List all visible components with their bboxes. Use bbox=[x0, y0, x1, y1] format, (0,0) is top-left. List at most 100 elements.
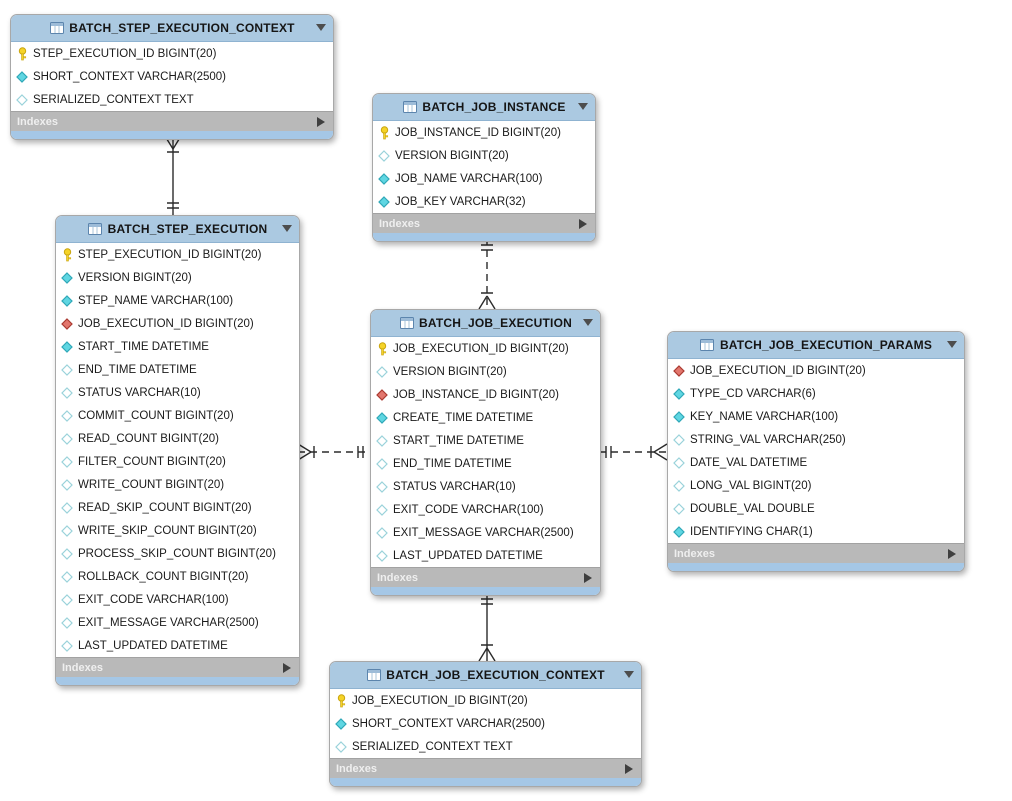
column-row[interactable]: STATUS VARCHAR(10) bbox=[371, 475, 600, 498]
column-nullable-icon bbox=[61, 478, 73, 491]
column-row[interactable]: TYPE_CD VARCHAR(6) bbox=[668, 382, 964, 405]
primary-key-icon bbox=[378, 125, 390, 140]
table-bottom-strip bbox=[373, 233, 595, 241]
column-row[interactable]: STRING_VAL VARCHAR(250) bbox=[668, 428, 964, 451]
column-row[interactable]: SERIALIZED_CONTEXT TEXT bbox=[330, 735, 641, 758]
relationship-cardinality-marker-2[interactable] bbox=[478, 244, 496, 310]
expand-arrow-icon[interactable] bbox=[579, 218, 587, 229]
column-row[interactable]: IDENTIFYING CHAR(1) bbox=[668, 520, 964, 543]
column-nullable-icon bbox=[61, 455, 73, 468]
column-row[interactable]: END_TIME DATETIME bbox=[56, 358, 299, 381]
column-row[interactable]: END_TIME DATETIME bbox=[371, 452, 600, 475]
column-row[interactable]: SHORT_CONTEXT VARCHAR(2500) bbox=[11, 65, 333, 88]
expand-arrow-icon[interactable] bbox=[584, 572, 592, 583]
column-label: SERIALIZED_CONTEXT TEXT bbox=[352, 740, 513, 753]
table-batch_job_execution_params[interactable]: BATCH_JOB_EXECUTION_PARAMS JOB_EXECUTION… bbox=[667, 331, 965, 572]
collapse-triangle-icon[interactable] bbox=[578, 103, 588, 110]
column-row[interactable]: JOB_INSTANCE_ID BIGINT(20) bbox=[373, 121, 595, 144]
table-bottom-strip bbox=[330, 778, 641, 786]
column-nullable-icon bbox=[378, 149, 390, 162]
column-row[interactable]: EXIT_MESSAGE VARCHAR(2500) bbox=[56, 611, 299, 634]
table-batch_job_instance[interactable]: BATCH_JOB_INSTANCE JOB_INSTANCE_ID BIGIN… bbox=[372, 93, 596, 242]
column-row[interactable]: DATE_VAL DATETIME bbox=[668, 451, 964, 474]
table-header[interactable]: BATCH_JOB_EXECUTION bbox=[371, 310, 600, 337]
indexes-label: Indexes bbox=[379, 217, 420, 230]
relationship-cardinality-marker-1[interactable] bbox=[164, 135, 182, 209]
column-row[interactable]: SERIALIZED_CONTEXT TEXT bbox=[11, 88, 333, 111]
indexes-footer[interactable]: Indexes bbox=[373, 213, 595, 233]
relationship-cardinality-marker-5[interactable] bbox=[478, 598, 496, 662]
column-row[interactable]: READ_SKIP_COUNT BIGINT(20) bbox=[56, 496, 299, 519]
column-row[interactable]: JOB_EXECUTION_ID BIGINT(20) bbox=[56, 312, 299, 335]
column-row[interactable]: JOB_KEY VARCHAR(32) bbox=[373, 190, 595, 213]
collapse-triangle-icon[interactable] bbox=[282, 225, 292, 232]
relationship-cardinality-marker-3[interactable] bbox=[297, 443, 364, 461]
indexes-footer[interactable]: Indexes bbox=[11, 111, 333, 131]
indexes-footer[interactable]: Indexes bbox=[668, 543, 964, 563]
column-row[interactable]: STEP_NAME VARCHAR(100) bbox=[56, 289, 299, 312]
indexes-footer[interactable]: Indexes bbox=[56, 657, 299, 677]
column-label: END_TIME DATETIME bbox=[393, 457, 512, 470]
table-batch_job_execution_context[interactable]: BATCH_JOB_EXECUTION_CONTEXT JOB_EXECUTIO… bbox=[329, 661, 642, 787]
column-row[interactable]: WRITE_COUNT BIGINT(20) bbox=[56, 473, 299, 496]
column-row[interactable]: ROLLBACK_COUNT BIGINT(20) bbox=[56, 565, 299, 588]
column-row[interactable]: START_TIME DATETIME bbox=[56, 335, 299, 358]
indexes-footer[interactable]: Indexes bbox=[371, 567, 600, 587]
column-row[interactable]: LAST_UPDATED DATETIME bbox=[56, 634, 299, 657]
column-row[interactable]: JOB_EXECUTION_ID BIGINT(20) bbox=[330, 689, 641, 712]
table-batch_step_execution_context[interactable]: BATCH_STEP_EXECUTION_CONTEXT STEP_EXECUT… bbox=[10, 14, 334, 140]
table-header[interactable]: BATCH_STEP_EXECUTION_CONTEXT bbox=[11, 15, 333, 42]
column-row[interactable]: VERSION BIGINT(20) bbox=[371, 360, 600, 383]
collapse-triangle-icon[interactable] bbox=[583, 319, 593, 326]
column-nullable-icon bbox=[61, 639, 73, 652]
table-title: BATCH_JOB_EXECUTION_CONTEXT bbox=[386, 668, 605, 682]
column-row[interactable]: SHORT_CONTEXT VARCHAR(2500) bbox=[330, 712, 641, 735]
table-header[interactable]: BATCH_JOB_INSTANCE bbox=[373, 94, 595, 121]
column-row[interactable]: EXIT_CODE VARCHAR(100) bbox=[371, 498, 600, 521]
column-label: READ_SKIP_COUNT BIGINT(20) bbox=[78, 501, 252, 514]
column-label: SERIALIZED_CONTEXT TEXT bbox=[33, 93, 194, 106]
table-header[interactable]: BATCH_JOB_EXECUTION_PARAMS bbox=[668, 332, 964, 359]
column-row[interactable]: LONG_VAL BIGINT(20) bbox=[668, 474, 964, 497]
collapse-triangle-icon[interactable] bbox=[316, 24, 326, 31]
column-row[interactable]: VERSION BIGINT(20) bbox=[373, 144, 595, 167]
column-row[interactable]: EXIT_MESSAGE VARCHAR(2500) bbox=[371, 521, 600, 544]
column-label: DATE_VAL DATETIME bbox=[690, 456, 808, 469]
table-batch_step_execution[interactable]: BATCH_STEP_EXECUTION STEP_EXECUTION_ID B… bbox=[55, 215, 300, 686]
column-nullable-icon bbox=[673, 433, 685, 446]
expand-arrow-icon[interactable] bbox=[283, 662, 291, 673]
column-row[interactable]: JOB_EXECUTION_ID BIGINT(20) bbox=[371, 337, 600, 360]
column-row[interactable]: PROCESS_SKIP_COUNT BIGINT(20) bbox=[56, 542, 299, 565]
collapse-triangle-icon[interactable] bbox=[947, 341, 957, 348]
column-nullable-icon bbox=[61, 386, 73, 399]
column-row[interactable]: START_TIME DATETIME bbox=[371, 429, 600, 452]
column-row[interactable]: FILTER_COUNT BIGINT(20) bbox=[56, 450, 299, 473]
expand-arrow-icon[interactable] bbox=[317, 116, 325, 127]
column-row[interactable]: EXIT_CODE VARCHAR(100) bbox=[56, 588, 299, 611]
table-header[interactable]: BATCH_STEP_EXECUTION bbox=[56, 216, 299, 243]
relationship-cardinality-marker-4[interactable] bbox=[605, 443, 668, 461]
column-row[interactable]: JOB_NAME VARCHAR(100) bbox=[373, 167, 595, 190]
indexes-footer[interactable]: Indexes bbox=[330, 758, 641, 778]
expand-arrow-icon[interactable] bbox=[625, 763, 633, 774]
column-row[interactable]: LAST_UPDATED DATETIME bbox=[371, 544, 600, 567]
expand-arrow-icon[interactable] bbox=[948, 548, 956, 559]
table-batch_job_execution[interactable]: BATCH_JOB_EXECUTION JOB_EXECUTION_ID BIG… bbox=[370, 309, 601, 596]
column-row[interactable]: DOUBLE_VAL DOUBLE bbox=[668, 497, 964, 520]
primary-key-icon bbox=[61, 247, 73, 262]
column-row[interactable]: WRITE_SKIP_COUNT BIGINT(20) bbox=[56, 519, 299, 542]
column-row[interactable]: STEP_EXECUTION_ID BIGINT(20) bbox=[56, 243, 299, 266]
collapse-triangle-icon[interactable] bbox=[624, 671, 634, 678]
column-row[interactable]: STATUS VARCHAR(10) bbox=[56, 381, 299, 404]
column-row[interactable]: KEY_NAME VARCHAR(100) bbox=[668, 405, 964, 428]
column-row[interactable]: COMMIT_COUNT BIGINT(20) bbox=[56, 404, 299, 427]
table-header[interactable]: BATCH_JOB_EXECUTION_CONTEXT bbox=[330, 662, 641, 689]
column-required-icon bbox=[61, 340, 73, 353]
column-row[interactable]: VERSION BIGINT(20) bbox=[56, 266, 299, 289]
column-row[interactable]: READ_COUNT BIGINT(20) bbox=[56, 427, 299, 450]
column-row[interactable]: JOB_EXECUTION_ID BIGINT(20) bbox=[668, 359, 964, 382]
column-row[interactable]: STEP_EXECUTION_ID BIGINT(20) bbox=[11, 42, 333, 65]
column-row[interactable]: CREATE_TIME DATETIME bbox=[371, 406, 600, 429]
indexes-label: Indexes bbox=[674, 547, 715, 560]
column-row[interactable]: JOB_INSTANCE_ID BIGINT(20) bbox=[371, 383, 600, 406]
